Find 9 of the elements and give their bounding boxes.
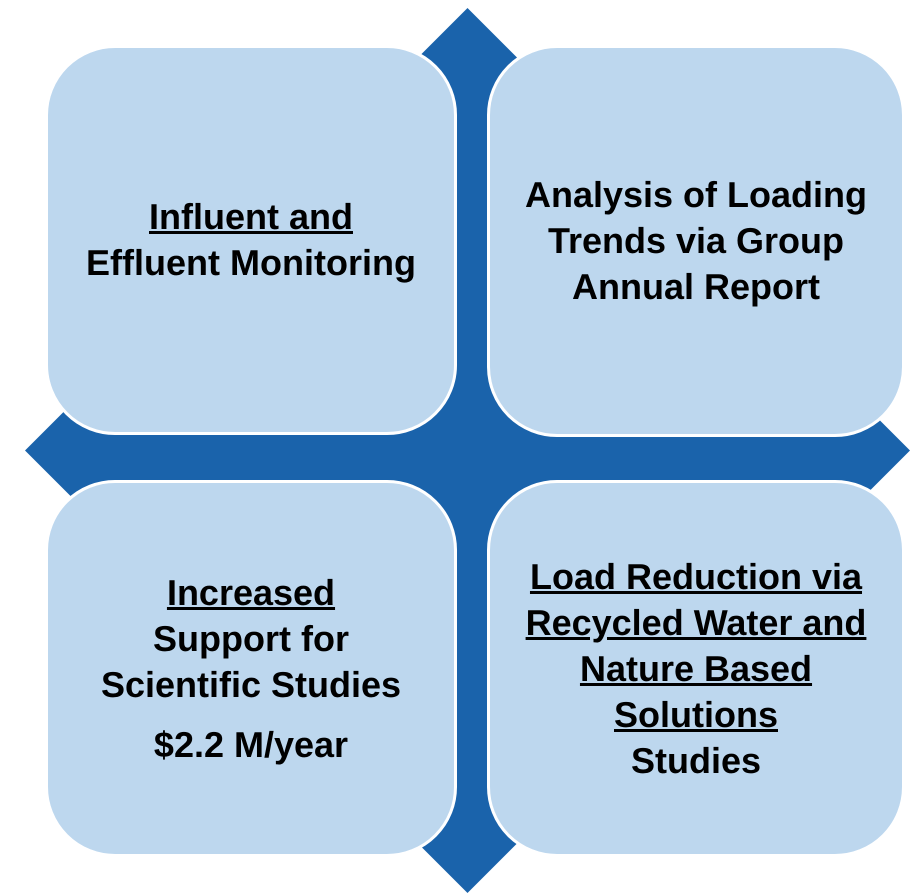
card-text: $2.2 M/year: [154, 722, 348, 766]
rounded-card: [487, 480, 905, 857]
card-heading: Increased: [166, 570, 336, 614]
card-text: Support for Scientific Studies: [100, 616, 402, 706]
card-heading: Influent and: [149, 195, 353, 239]
card-text: Effluent Monitoring: [86, 241, 416, 285]
card-text: Analysis of Loading Trends via Group Annual Report: [524, 173, 868, 309]
card-heading: Load Reduction via Recycled Water and Nature Based Solutions: [524, 554, 868, 736]
card-text: Studies: [630, 738, 762, 782]
